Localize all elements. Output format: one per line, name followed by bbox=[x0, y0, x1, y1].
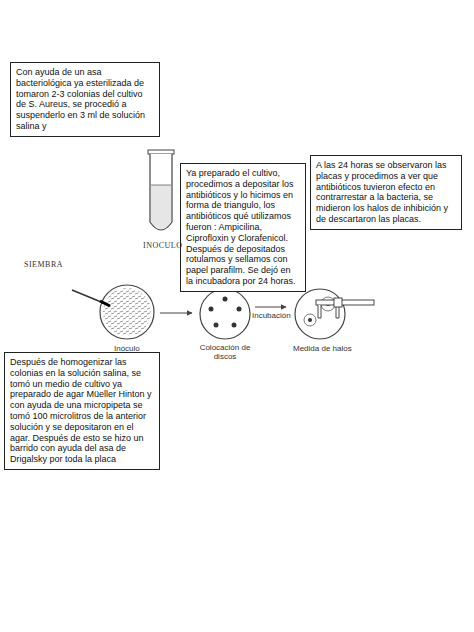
note-text: Después de homogenizar las colonias en l… bbox=[10, 357, 154, 465]
step-arrow bbox=[160, 313, 192, 314]
note-box: Después de homogenizar las colonias en l… bbox=[4, 352, 160, 470]
petri-dish-disks bbox=[200, 289, 250, 339]
figure-label: Inóculo bbox=[114, 344, 140, 353]
note-box: A las 24 horas se observaron las placas … bbox=[310, 155, 462, 230]
note-text: Ya preparado el cultivo, procedimos a de… bbox=[186, 168, 300, 287]
petri-dish-inoculum bbox=[72, 285, 154, 339]
figure-label: Medida de halos bbox=[293, 344, 352, 353]
figure-label: INOCULO bbox=[143, 241, 183, 250]
figure-label: Incubación bbox=[252, 311, 291, 320]
step-arrow bbox=[255, 307, 286, 308]
figure-label: SIEMBRA bbox=[24, 260, 63, 269]
figure-label: Colocación de discos bbox=[199, 343, 251, 361]
note-text: A las 24 horas se observaron las placas … bbox=[316, 160, 456, 225]
note-box: Con ayuda de un asa bacteriológica ya es… bbox=[10, 62, 160, 137]
note-box: Ya preparado el cultivo, procedimos a de… bbox=[180, 163, 306, 292]
test-tube bbox=[148, 150, 174, 230]
petri-dish-halos bbox=[295, 289, 374, 339]
note-text: Con ayuda de un asa bacteriológica ya es… bbox=[16, 67, 154, 132]
